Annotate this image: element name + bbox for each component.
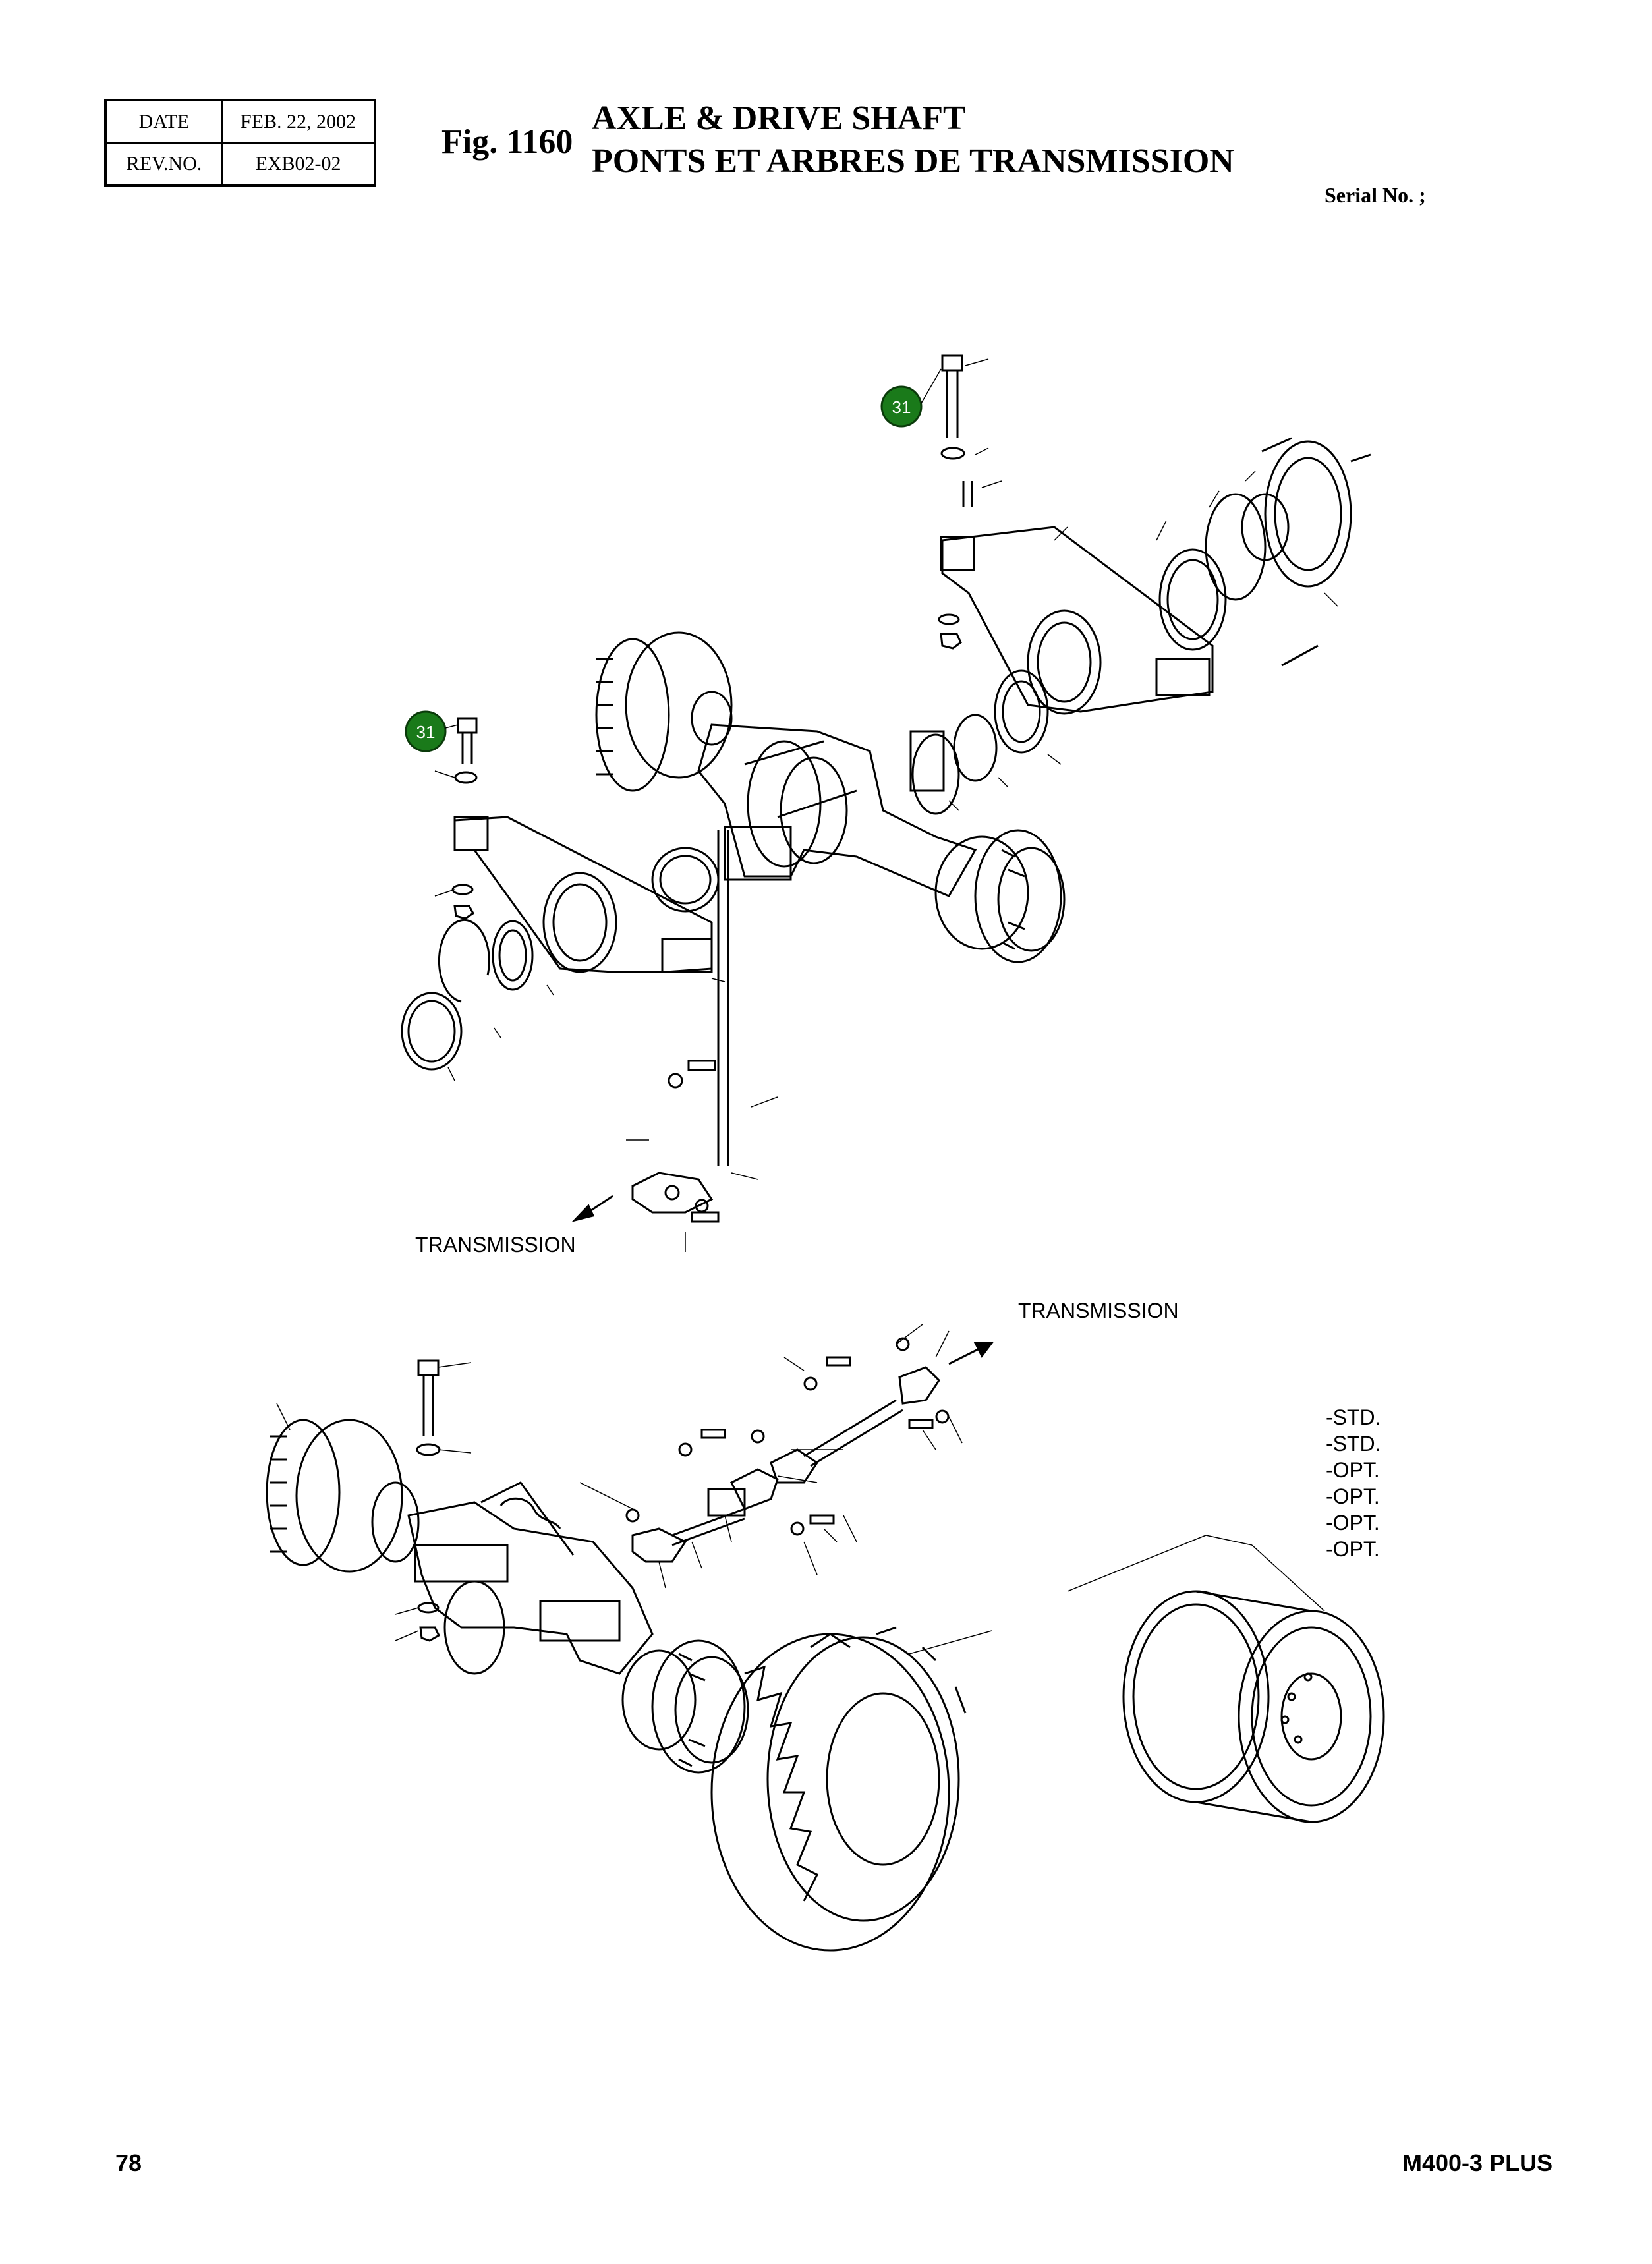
- leader-lines-bottom: [276, 1324, 1325, 1655]
- transmission-label-right: TRANSMISSION: [1018, 1299, 1179, 1322]
- model-name: M400-3 PLUS: [1402, 2149, 1553, 2176]
- axle-housing-top: [697, 723, 977, 897]
- callout-31-upper: 31: [880, 368, 942, 428]
- option-opt-2: -OPT.: [1326, 1485, 1380, 1508]
- rev-label: REV.NO.: [105, 142, 223, 186]
- upper-mounting-bracket: [940, 526, 1214, 715]
- upper-seals: [909, 437, 1371, 815]
- date-label: DATE: [105, 99, 223, 144]
- option-opt-1: -OPT.: [1326, 1458, 1380, 1482]
- callout-label: 31: [416, 722, 436, 742]
- lower-fasteners: [678, 1356, 950, 1536]
- front-axle-assembly: [266, 1324, 1385, 1952]
- rev-value: EXB02-02: [221, 142, 376, 186]
- title-english: AXLE & DRIVE SHAFT: [592, 99, 966, 137]
- wheel-hub-bottom-left: [266, 1419, 420, 1573]
- wheel-rim: [1122, 1590, 1385, 1823]
- option-opt-4: -OPT.: [1326, 1537, 1380, 1561]
- callout-31-lower: 31: [405, 710, 459, 752]
- transmission-arrow-right: [948, 1342, 994, 1365]
- callout-label: 31: [892, 397, 911, 417]
- option-std-2: -STD.: [1326, 1432, 1381, 1456]
- upper-bolt: [938, 354, 973, 650]
- rear-axle-assembly: 31 31: [401, 354, 1371, 1252]
- wheel-hub-top-right: [934, 829, 1066, 963]
- upper-drive-shaft: [631, 830, 729, 1223]
- leader-lines-top: [434, 358, 1338, 1252]
- figure-number: Fig. 1160: [441, 123, 573, 161]
- title-french: PONTS ET ARBRES DE TRANSMISSION: [592, 142, 1234, 180]
- axle-housing-bottom: [407, 1481, 654, 1675]
- transmission-label-left: TRANSMISSION: [415, 1233, 576, 1257]
- page-number: 78: [115, 2149, 142, 2176]
- serial-number: Serial No. ;: [1324, 183, 1426, 207]
- vertical-bolt: [416, 1359, 441, 1642]
- lower-drive-shafts: [625, 1337, 940, 1563]
- option-opt-3: -OPT.: [1326, 1511, 1380, 1535]
- option-std-1: -STD.: [1326, 1405, 1381, 1429]
- wheel-hub-bottom-right: [621, 1639, 749, 1774]
- lower-bolt: [451, 717, 478, 920]
- lower-mounting-bracket: [453, 816, 713, 973]
- tire: [710, 1626, 967, 1952]
- wheel-hub-top-left: [595, 631, 733, 792]
- revision-table: DATE FEB. 22, 2002 REV.NO. EXB02-02: [104, 99, 376, 187]
- date-value: FEB. 22, 2002: [221, 99, 376, 144]
- transmission-arrow-left: [571, 1195, 613, 1222]
